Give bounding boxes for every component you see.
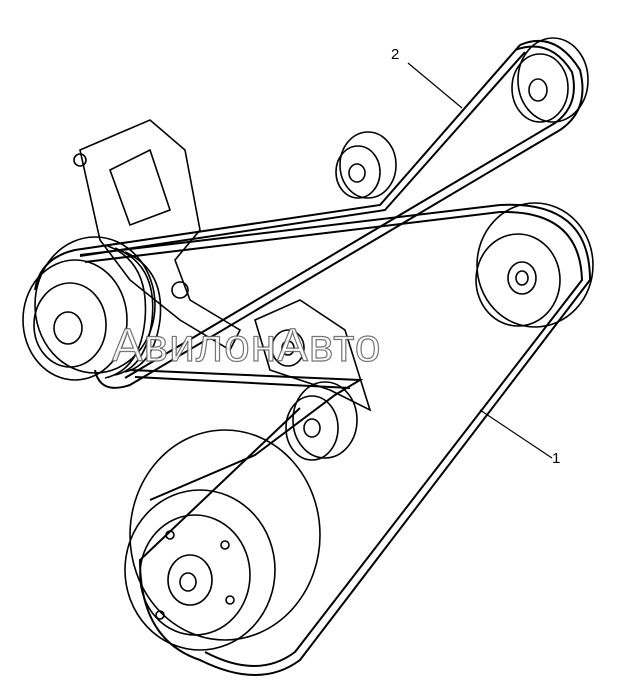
callout-label-2: 2 <box>391 46 400 63</box>
left-pulley <box>22 236 162 381</box>
right-pulley <box>475 202 594 328</box>
leader-line-2 <box>407 62 463 109</box>
callout-label-1: 1 <box>552 450 561 467</box>
watermark: АвилонАвто <box>111 318 382 371</box>
top-idler-pulley <box>511 37 589 123</box>
leader-line-1 <box>479 409 553 459</box>
crankshaft-pulley <box>124 429 321 651</box>
lower-idler-pulley <box>285 381 358 461</box>
upper-tensioner-pulley <box>335 131 397 199</box>
mounting-bracket <box>73 119 242 352</box>
belt-2 <box>34 40 584 389</box>
belt-1 <box>79 203 592 676</box>
tensioner-arm <box>254 299 372 412</box>
